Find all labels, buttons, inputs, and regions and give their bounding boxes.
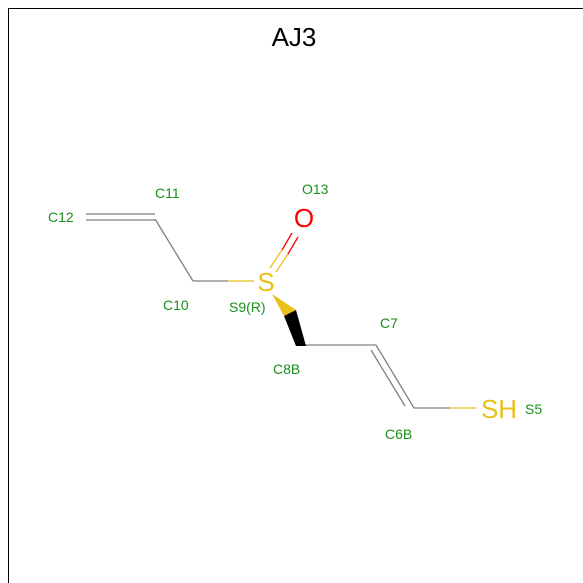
atom-label-c6b: C6B [385,426,412,442]
bond-s9-o13-red-a [281,232,293,251]
wedge-bond-yellow [272,294,296,316]
oxygen-o13-symbol: O [294,203,314,233]
atom-label-c12: C12 [48,209,74,225]
bonds [86,213,450,409]
wedge-bond-black [284,310,306,346]
atom-label-s5: S5 [525,401,542,417]
diagram-frame [8,8,583,583]
bond-c7-c6b-a [375,344,415,409]
sulfur-s5-symbol: SH [481,394,517,424]
atom-label-s9: S9(R) [229,299,266,315]
atom-label-o13: O13 [302,181,329,197]
sulfur-bond-segments [228,249,476,409]
bond-c7-c6b-b [370,349,406,407]
atom-label-c10: C10 [163,297,189,313]
atom-label-c7: C7 [380,315,398,331]
diagram-title: AJ3 [272,22,317,52]
sulfur-s9-symbol: S [257,267,274,297]
bond-s9-o13-yellow-a [269,249,283,269]
bond-s9-o13-red-b [287,236,299,255]
atom-label-c11: C11 [155,185,180,201]
oxygen-bond-segments [281,232,299,255]
bond-s9-o13-yellow-b [275,253,289,273]
bond-c11-c10 [154,218,194,282]
atom-label-c8b: C8B [273,361,300,377]
